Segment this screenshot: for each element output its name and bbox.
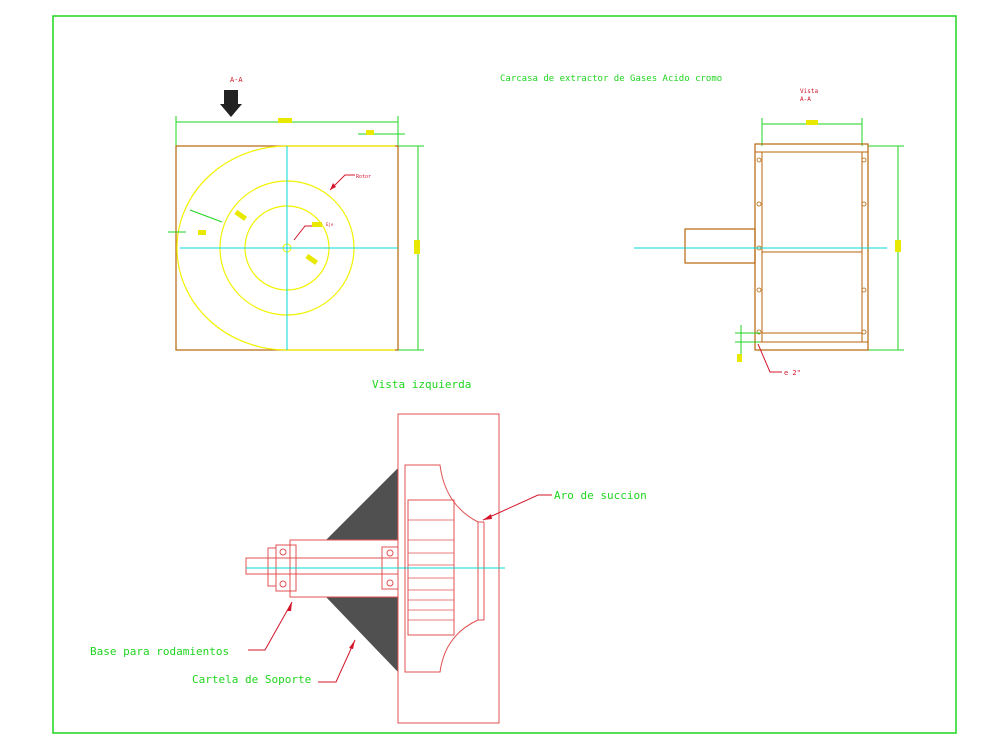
- left-view: Aro de succion Base para rodamientos Car…: [90, 413, 647, 724]
- front-view: A-A Rotor Eje: [168, 76, 424, 351]
- side-view-label-2: A-A: [800, 96, 811, 103]
- thickness-note: e 2": [784, 369, 801, 377]
- callout-rotor: Rotor: [356, 174, 371, 180]
- callout-suction: Aro de succion: [554, 489, 647, 502]
- section-label: A-A: [230, 76, 243, 84]
- shaft: [245, 557, 399, 575]
- callout-bearing-base: Base para rodamientos: [90, 645, 229, 658]
- drawing-title: Carcasa de extractor de Gases Acido crom…: [500, 74, 722, 84]
- support-gusset-top: [326, 468, 398, 540]
- volute-scroll: [176, 145, 395, 351]
- section-arrow-icon: [220, 90, 242, 117]
- callout-eje: Eje: [326, 222, 334, 227]
- support-gusset-bottom: [326, 597, 398, 672]
- side-shaft-housing: [684, 228, 756, 264]
- side-casing: [754, 143, 869, 351]
- side-view-label-1: Vista: [800, 88, 818, 95]
- left-view-caption: Vista izquierda: [372, 378, 471, 391]
- side-view: Vista A-A: [634, 88, 904, 377]
- drawing-border: [52, 15, 957, 734]
- callout-support: Cartela de Soporte: [192, 673, 311, 686]
